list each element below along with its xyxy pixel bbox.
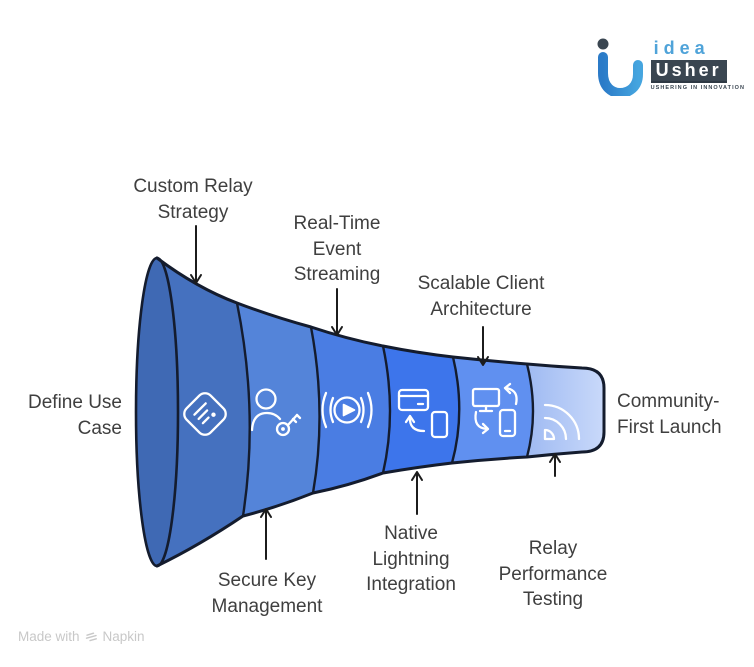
stage-label-secure-key-management: Secure Key Management [211, 570, 323, 617]
made-with-text: Made with [18, 629, 80, 644]
stage-label-scalable-client-architecture: Scalable Client Architecture [417, 273, 545, 320]
segment-boundary [450, 355, 461, 465]
logo-tagline: USHERING IN INNOVATION [650, 85, 745, 91]
funnel-segment-1 [157, 258, 250, 566]
exit-label: Community- First Launch [617, 391, 722, 438]
napkin-logo-icon [85, 632, 97, 642]
funnel-outline [134, 256, 606, 568]
broadcast-icon [321, 391, 373, 429]
entry-label: Define Use Case [28, 392, 122, 439]
stage-label-native-lightning-integration: Native Lightning Integration [366, 523, 456, 595]
segment-boundary [309, 325, 321, 495]
funnel-mouth [136, 258, 178, 566]
arrow-relay-performance-testing [549, 453, 561, 477]
logo-idea-text: idea [653, 38, 710, 58]
arrow-secure-key-management [260, 508, 272, 560]
feed-icon [183, 392, 227, 436]
signal-icon [543, 403, 581, 441]
arrow-native-lightning-integration [411, 471, 423, 515]
u-mark-icon [597, 38, 643, 96]
segment-boundary [235, 301, 251, 518]
callout-arrows [190, 225, 561, 560]
arrow-real-time-event-streaming [331, 288, 343, 336]
arrow-scalable-client-architecture [477, 326, 489, 366]
arrow-custom-relay-strategy [190, 225, 202, 284]
logo-usher-text: Usher [650, 60, 727, 83]
stage-label-custom-relay-strategy: Custom Relay Strategy [133, 176, 253, 223]
brand-logo: idea Usher USHERING IN INNOVATION [596, 36, 745, 96]
device-sync-icon [471, 382, 518, 438]
stage-label-relay-performance-testing: Relay Performance Testing [498, 538, 608, 610]
segment-boundary [381, 344, 392, 475]
funnel-segment-2 [237, 303, 320, 516]
stage-label-real-time-event-streaming: Real-Time Event Streaming [293, 213, 381, 285]
segment-icons [183, 382, 581, 441]
user-key-icon [250, 388, 302, 437]
card-phone-sync-icon [397, 388, 449, 439]
napkin-credit: Made with Napkin [18, 629, 145, 644]
segment-boundary [525, 362, 535, 459]
brand-text: Napkin [102, 629, 145, 644]
